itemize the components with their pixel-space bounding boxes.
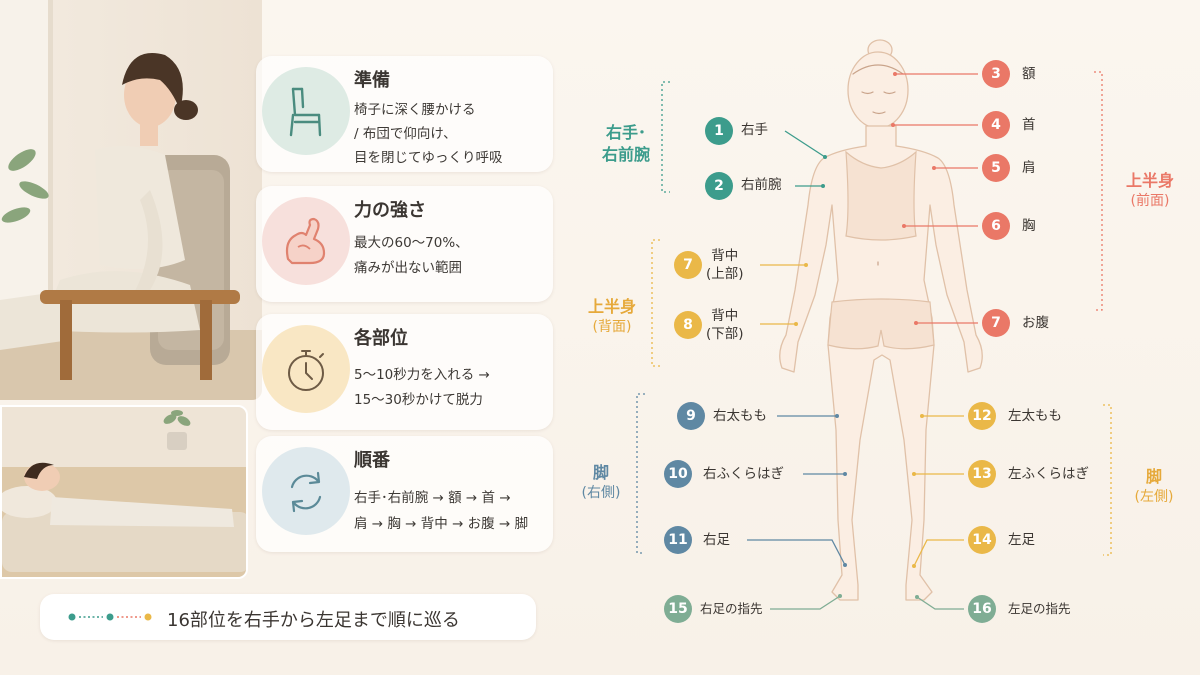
point-label: 右手 (741, 122, 768, 140)
point-label-line: (下部) (706, 325, 744, 342)
point-label: 右ふくらはぎ (703, 466, 784, 484)
point-label: 右太もも (713, 408, 767, 426)
point-number-badge: 3 (982, 60, 1010, 88)
point-label-line: 右足の指先 (700, 601, 763, 616)
step-text: 目を閉じてゆっくり呼吸 (354, 150, 503, 166)
point-label-line: 右前腕 (741, 177, 782, 193)
point-label-line: 左太もも (1008, 408, 1062, 424)
step-text: / 布団で仰向け、 (354, 126, 457, 142)
point-label: 左太もも (1008, 408, 1062, 426)
point-label: 首 (1022, 117, 1036, 135)
point-label: 右前腕 (741, 177, 782, 195)
step-text: 痛みが出ない範囲 (354, 260, 462, 276)
group-label-line: 上半身 (1125, 171, 1174, 190)
point-label-line: 首 (1022, 117, 1036, 133)
group-label-line: 右前腕 (601, 144, 650, 164)
group-label-line: 右手･ (605, 123, 646, 142)
group-label-line: (左側) (1134, 488, 1174, 505)
flexed-arm-icon (262, 197, 350, 285)
point-label: 左足 (1008, 532, 1035, 550)
step-text: 5〜10秒力を入れる → (354, 367, 490, 383)
point-label: 左足の指先 (1008, 601, 1071, 617)
point-label: 額 (1022, 66, 1036, 84)
step-card-strength: 力の強さ 最大の60〜70%、 痛みが出ない範囲 (256, 186, 553, 302)
step-text: 最大の60〜70%、 (354, 235, 469, 251)
point-label: 肩 (1022, 160, 1036, 178)
point-label: 左ふくらはぎ (1008, 466, 1089, 484)
point-label: 背中(下部) (706, 308, 744, 343)
group-label-line: 脚 (592, 463, 609, 482)
point-number-badge: 5 (982, 154, 1010, 182)
group-label-line: (右側) (581, 484, 621, 501)
step-title: 準備 (354, 70, 390, 91)
point-number-badge: 11 (664, 526, 692, 554)
step-text: 椅子に深く腰かける (354, 102, 476, 118)
point-label-line: 額 (1022, 66, 1036, 82)
step-card-order: 順番 右手･右前腕 → 額 → 首 → 肩 → 胸 → 背中 → お腹 → 脚 (256, 436, 553, 552)
step-text: 右手･右前腕 → 額 → 首 → (354, 490, 511, 506)
step-card-each-part: 各部位 5〜10秒力を入れる → 15〜30秒かけて脱力 (256, 314, 553, 430)
step-title: 順番 (354, 450, 390, 471)
point-label-line: 背中 (711, 248, 739, 264)
point-number-badge: 16 (968, 595, 996, 623)
summary-text: 16部位を右手から左足まで順に巡る (167, 610, 460, 631)
point-number-badge: 7 (674, 251, 702, 279)
point-number-badge: 13 (968, 460, 996, 488)
point-label-line: (上部) (706, 265, 744, 282)
point-number-badge: 9 (677, 402, 705, 430)
cycle-arrows-icon (262, 447, 350, 535)
photo-lying-relaxation (0, 405, 248, 579)
point-label-line: 胸 (1022, 218, 1036, 234)
point-number-badge: 6 (982, 212, 1010, 240)
point-label: 胸 (1022, 218, 1036, 236)
point-number-badge: 4 (982, 111, 1010, 139)
group-label-left-leg: 脚 (左側) (1116, 466, 1192, 506)
point-label: お腹 (1022, 315, 1049, 333)
point-label-line: 肩 (1022, 160, 1036, 176)
step-title: 力の強さ (354, 200, 426, 221)
step-title: 各部位 (354, 328, 408, 349)
point-label-line: 左ふくらはぎ (1008, 466, 1089, 482)
summary-banner: 16部位を右手から左足まで順に巡る (40, 594, 536, 640)
point-label-line: 左足の指先 (1008, 601, 1071, 616)
point-number-badge: 12 (968, 402, 996, 430)
step-text: 肩 → 胸 → 背中 → お腹 → 脚 (354, 516, 529, 532)
point-number-badge: 10 (664, 460, 692, 488)
step-text: 15〜30秒かけて脱力 (354, 392, 483, 408)
point-label-line: 右足 (703, 532, 730, 548)
group-label-line: 脚 (1145, 467, 1162, 486)
point-number-badge: 8 (674, 311, 702, 339)
group-label-line: 上半身 (587, 297, 636, 316)
photo-seated-relaxation (0, 0, 262, 400)
group-label-right-leg: 脚 (右側) (566, 462, 636, 502)
point-number-badge: 14 (968, 526, 996, 554)
point-label: 背中(上部) (706, 248, 744, 283)
group-label-upper-back: 上半身 (背面) (574, 296, 650, 336)
point-number-badge: 1 (705, 117, 733, 145)
point-label-line: 左足 (1008, 532, 1035, 548)
point-label-line: 右ふくらはぎ (703, 466, 784, 482)
point-label: 右足の指先 (700, 601, 763, 617)
group-label-right-hand: 右手･ 右前腕 (588, 122, 664, 165)
group-label-line: (背面) (592, 318, 632, 335)
chair-icon (262, 67, 350, 155)
group-label-line: (前面) (1130, 192, 1170, 209)
point-number-badge: 15 (664, 595, 692, 623)
group-label-upper-front: 上半身 (前面) (1110, 170, 1190, 210)
point-number-badge: 7 (982, 309, 1010, 337)
point-label-line: 右手 (741, 122, 768, 138)
dotted-path-icon (68, 613, 152, 621)
point-number-badge: 2 (705, 172, 733, 200)
point-label-line: 背中 (711, 308, 739, 324)
point-label-line: 右太もも (713, 408, 767, 424)
point-label-line: お腹 (1022, 315, 1049, 331)
stopwatch-icon (262, 325, 350, 413)
step-card-preparation: 準備 椅子に深く腰かける / 布団で仰向け、 目を閉じてゆっくり呼吸 (256, 56, 553, 172)
point-label: 右足 (703, 532, 730, 550)
